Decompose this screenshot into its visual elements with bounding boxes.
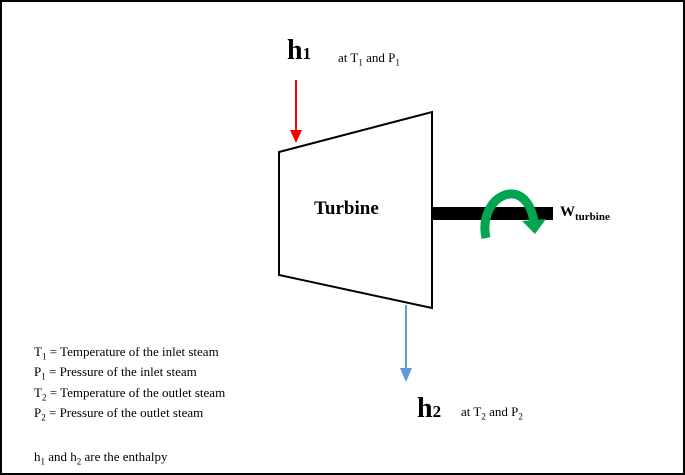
definition-t1-text: = Temperature of the inlet steam [46,344,219,359]
note-mid: and h [45,449,77,464]
work-symbol: W [560,204,575,220]
inlet-at-text: at T [338,50,359,65]
definition-p2-index: 2 [41,412,46,423]
inlet-h-index: 1 [302,44,312,63]
outlet-and-text: and P [485,404,519,419]
definition-p2-text: = Pressure of the outlet steam [45,405,204,420]
rotation-arrow [480,189,546,239]
definition-p1: P1 = Pressure of the inlet steam [34,365,197,382]
inlet-and-text: and P [362,50,396,65]
note-end: are the enthalpy [81,449,168,464]
definition-p1-index: 1 [41,371,46,382]
outlet-t-index: 2 [481,411,486,422]
definition-p2-symbol: P [34,405,42,420]
definition-t1-symbol: T [34,344,42,359]
outlet-p-index: 2 [518,411,523,422]
outlet-h-index: 2 [432,402,442,421]
inlet-p-index: 1 [395,57,400,68]
outlet-h-symbol: h [417,393,433,424]
definition-p1-symbol: P [34,364,42,379]
definition-t2-text: = Temperature of the outlet steam [46,385,226,400]
work-subscript: turbine [575,211,610,223]
definition-t2-index: 2 [41,392,47,403]
definition-t2: T2 = Temperature of the outlet steam [34,386,225,403]
inlet-t-index: 1 [358,57,363,68]
definition-t2-symbol: T [34,385,42,400]
inlet-conditions-label: at T1 and P1 [338,51,400,68]
note-i2: 2 [76,456,82,467]
outlet-enthalpy-label: h2 [417,395,441,423]
outlet-at-text: at T [461,404,482,419]
work-label: Wturbine [560,205,610,223]
note-h1: h [34,449,41,464]
note-i1: 1 [40,456,46,467]
outlet-arrow [400,305,412,382]
turbine-body [278,110,433,310]
inlet-arrow [290,80,302,143]
inlet-enthalpy-label: h1 [287,37,311,65]
definition-p2: P2 = Pressure of the outlet steam [34,406,203,423]
turbine-shaft [432,207,553,220]
enthalpy-note: h1 and h2 are the enthalpy [34,450,168,467]
inlet-h-symbol: h [287,35,303,66]
definition-t1: T1 = Temperature of the inlet steam [34,345,219,362]
turbine-label: Turbine [314,198,379,219]
definition-t1-index: 1 [41,351,47,362]
definition-p1-text: = Pressure of the inlet steam [45,364,197,379]
outlet-conditions-label: at T2 and P2 [461,405,523,422]
